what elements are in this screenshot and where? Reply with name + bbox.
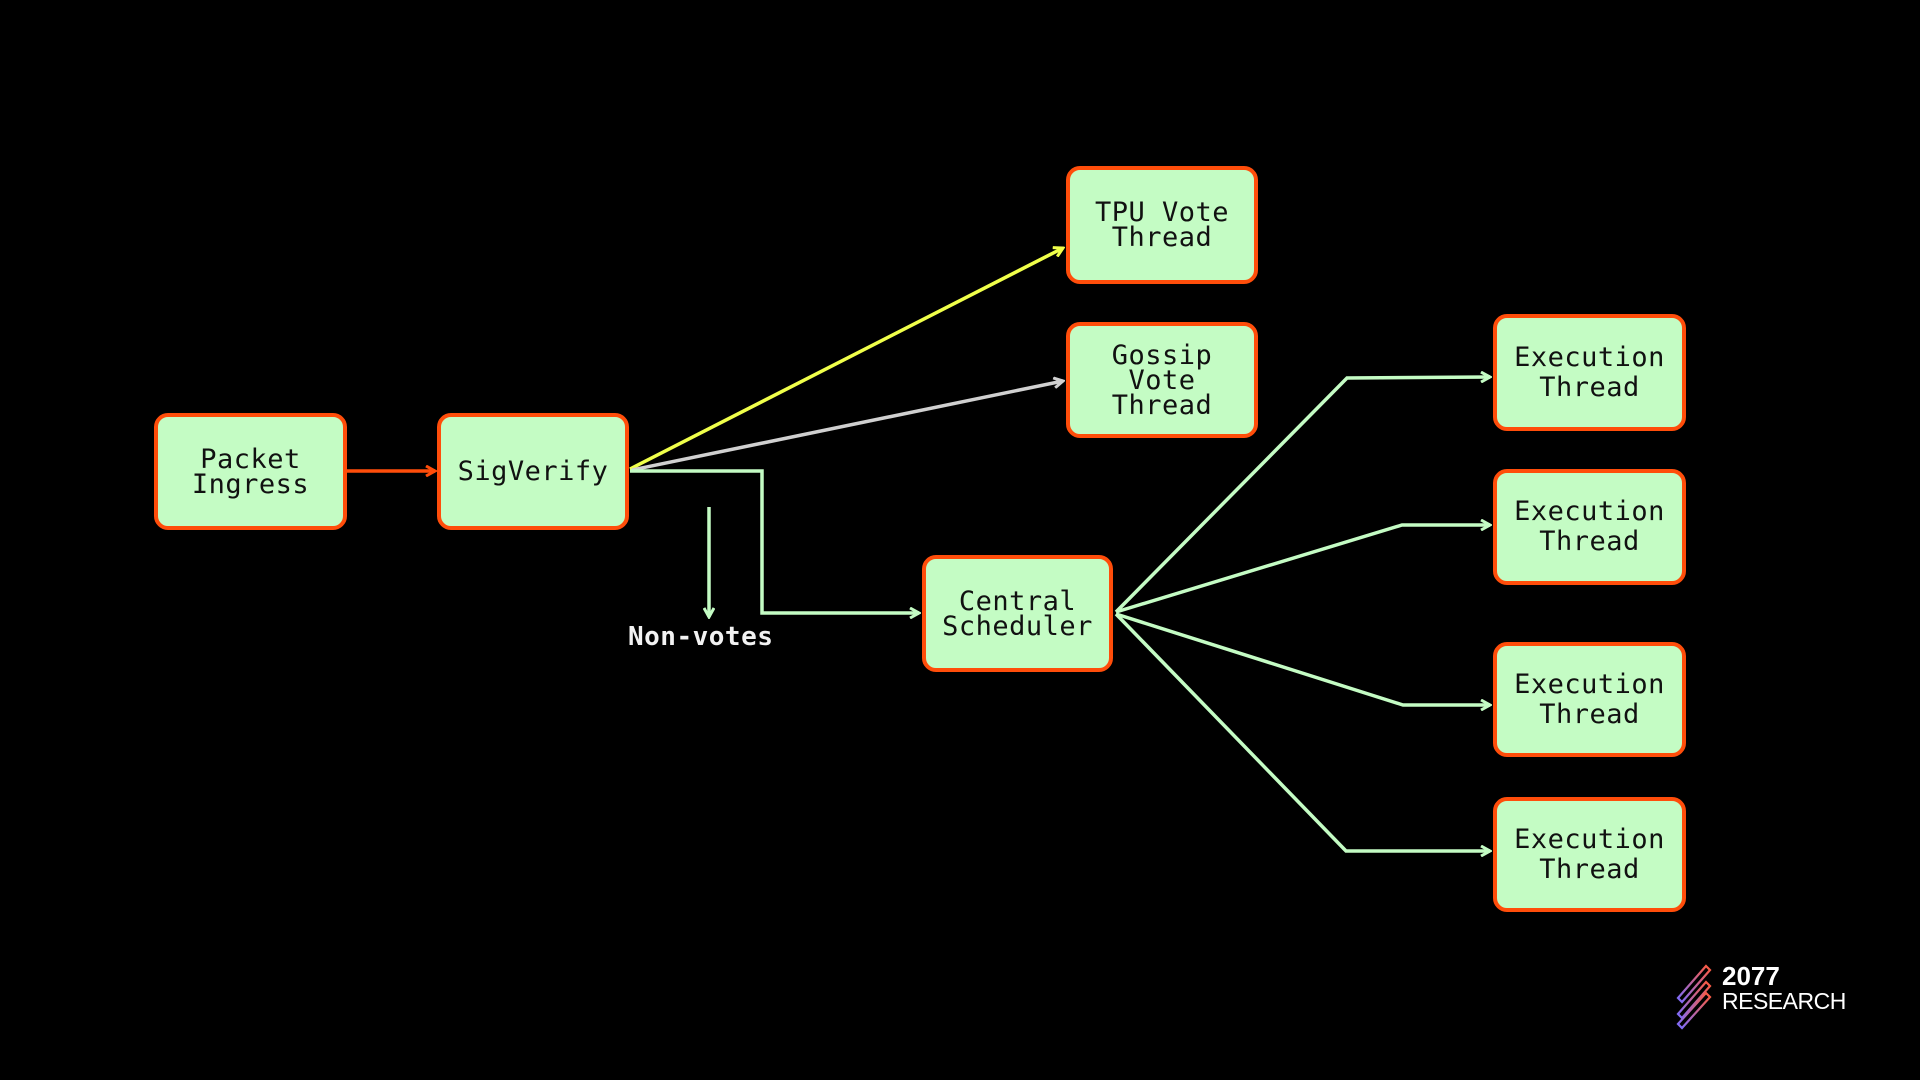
edge-scheduler-to-exec-3 — [1115, 612, 1490, 705]
edge-sigverify-to-tpu-vote — [629, 248, 1063, 471]
node-label: Execution Thread — [1514, 668, 1665, 730]
node-packet-ingress: Packet Ingress — [154, 413, 347, 530]
node-label: Central Scheduler — [942, 585, 1093, 642]
node-label: Execution Thread — [1514, 496, 1665, 557]
edge-scheduler-to-exec-1 — [1114, 377, 1490, 614]
edge-sigverify-to-gossip-vote — [631, 381, 1063, 472]
node-sigverify: SigVerify — [437, 413, 629, 530]
node-label: TPU Vote Thread — [1094, 197, 1230, 253]
node-label: Execution Thread — [1514, 823, 1665, 885]
node-execution-thread-4: Execution Thread — [1493, 797, 1686, 912]
node-execution-thread-3: Execution Thread — [1493, 642, 1686, 757]
logo-word: RESEARCH — [1722, 988, 1846, 1014]
non-votes-label: Non-votes — [628, 622, 774, 652]
node-execution-thread-1: Execution Thread — [1493, 314, 1686, 431]
node-tpu-vote-thread: TPU Vote Thread — [1066, 166, 1258, 284]
edge-sigverify-to-scheduler — [630, 469, 919, 613]
node-central-scheduler: Central Scheduler — [922, 555, 1113, 672]
edge-scheduler-to-exec-4 — [1114, 612, 1490, 851]
node-label: Execution Thread — [1514, 341, 1665, 403]
node-label: SigVerify — [457, 456, 609, 487]
node-gossip-vote-thread: Gossip Vote Thread — [1066, 322, 1258, 438]
node-label: Packet Ingress — [191, 443, 310, 500]
node-execution-thread-2: Execution Thread — [1493, 469, 1686, 585]
node-label: Gossip Vote Thread — [1111, 339, 1213, 421]
edge-scheduler-to-exec-2 — [1115, 525, 1490, 614]
logo-stripes-icon — [1676, 964, 1712, 1030]
logo-number: 2077 — [1722, 961, 1780, 991]
brand-logo: 2077 RESEARCH — [1672, 962, 1862, 1032]
